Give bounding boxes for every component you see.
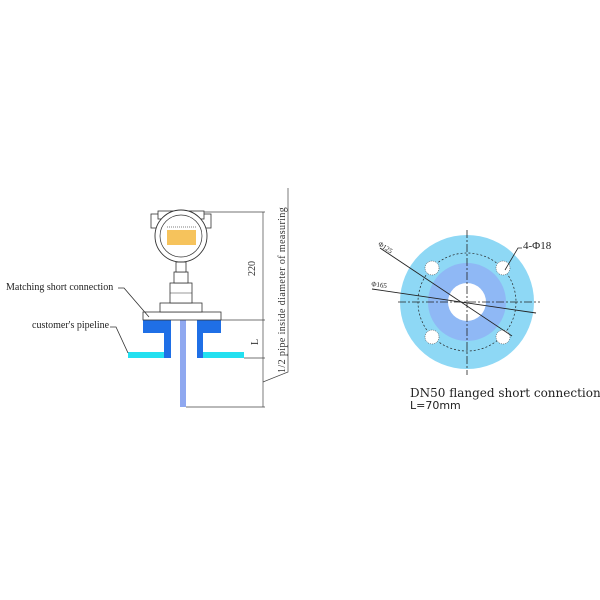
bolt-hole — [424, 260, 440, 276]
display-window — [167, 230, 196, 245]
bolt-hole — [424, 329, 440, 345]
bolt-hole — [495, 260, 511, 276]
label-customers-pipeline: customer's pipeline — [32, 320, 110, 331]
label-bolt-holes: 4-Φ18 — [523, 240, 552, 252]
probe-rod — [180, 320, 186, 407]
caption-flange-type: DN50 flanged short connection — [410, 386, 600, 400]
label-matching-short-connection: Matching short connection — [6, 282, 114, 293]
bolt-hole — [495, 329, 511, 345]
caption-length: L=70mm — [410, 399, 461, 412]
